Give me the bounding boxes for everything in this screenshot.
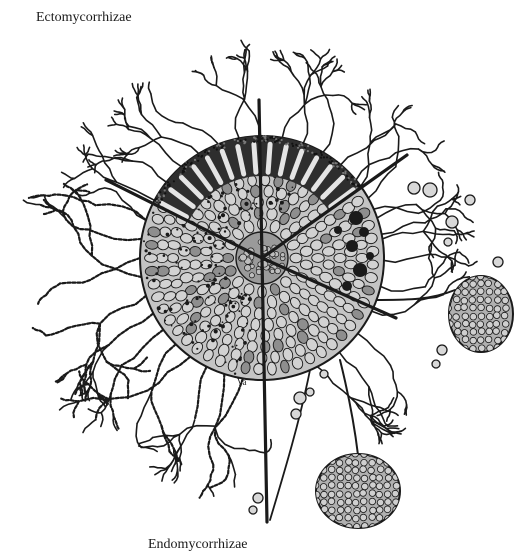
small-label: Va bbox=[237, 377, 247, 387]
spore-vesicle-right bbox=[445, 272, 513, 352]
ectomycorrhizae-label: Ectomycorrhizae bbox=[36, 10, 132, 26]
endomycorrhizae-label: Endomycorrhizae bbox=[148, 537, 248, 553]
spore-vesicle-bottom bbox=[312, 450, 400, 530]
